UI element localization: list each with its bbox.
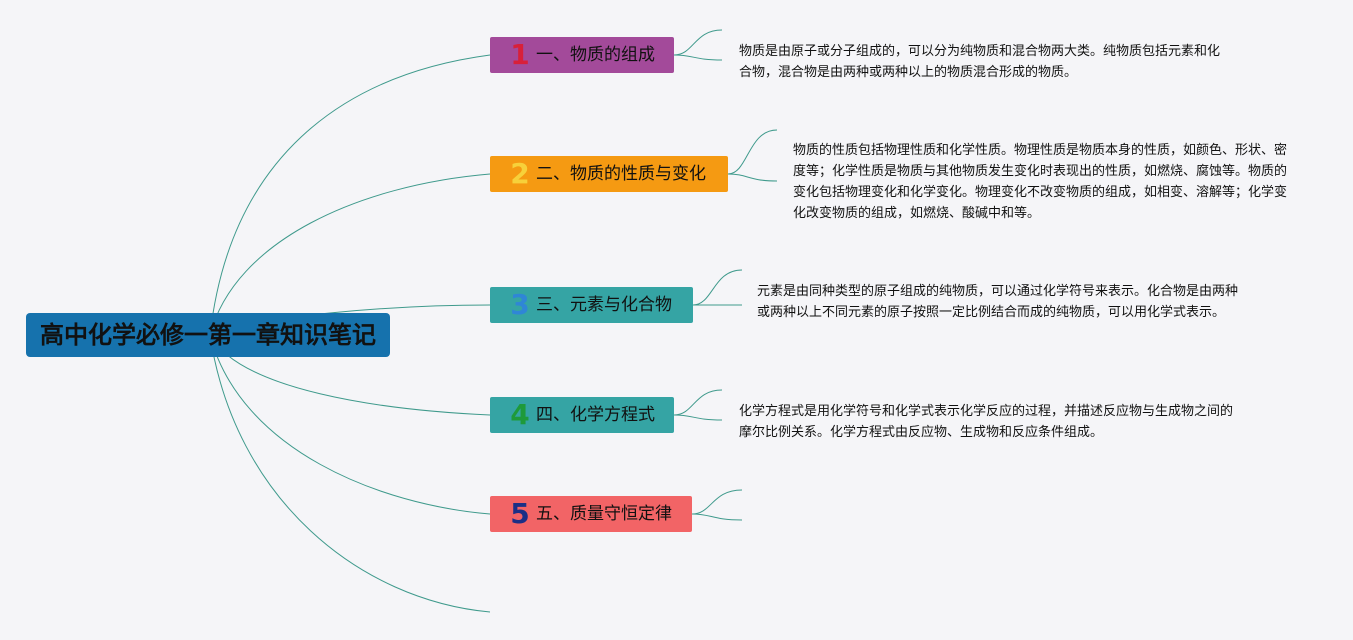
- topic-node-4[interactable]: 4 四、化学方程式: [490, 397, 674, 433]
- topic-number: 2: [510, 157, 530, 190]
- topic-label: 四、化学方程式: [536, 405, 655, 425]
- topic-label: 二、物质的性质与变化: [536, 164, 706, 184]
- connector-root-1: [209, 54, 491, 336]
- bracket-5-top: [691, 489, 743, 515]
- bracket-4-bot: [673, 414, 723, 421]
- connector-root-extra: [209, 334, 491, 613]
- connector-root-5: [209, 334, 491, 515]
- bracket-2-top: [727, 129, 778, 175]
- root-title: 高中化学必修一第一章知识笔记: [40, 321, 376, 349]
- topic-node-5[interactable]: 5 五、质量守恒定律: [490, 496, 692, 532]
- bracket-1-bot: [673, 54, 723, 61]
- connector-root-2: [209, 173, 491, 336]
- topic-number: 1: [510, 38, 530, 71]
- bracket-2-bot: [727, 173, 778, 182]
- topic-number: 3: [510, 288, 530, 321]
- topic-number: 5: [510, 497, 530, 530]
- bracket-5-bot: [691, 513, 743, 521]
- topic-desc-3: 元素是由同种类型的原子组成的纯物质，可以通过化学符号来表示。化合物是由两种或两种…: [757, 284, 1239, 320]
- topic-label: 一、物质的组成: [536, 45, 655, 65]
- root-node[interactable]: 高中化学必修一第一章知识笔记: [26, 313, 390, 357]
- bracket-4-top: [673, 389, 723, 416]
- topic-label: 五、质量守恒定律: [536, 504, 672, 524]
- topic-node-2[interactable]: 2 二、物质的性质与变化: [490, 156, 728, 192]
- topic-desc-2: 物质的性质包括物理性质和化学性质。物理性质是物质本身的性质，如颜色、形状、密度等…: [793, 143, 1288, 221]
- topic-desc-1: 物质是由原子或分子组成的，可以分为纯物质和混合物两大类。纯物质包括元素和化合物，…: [739, 44, 1221, 80]
- bracket-1-top: [673, 29, 723, 56]
- bracket-3-top: [692, 269, 743, 306]
- topic-desc-4: 化学方程式是用化学符号和化学式表示化学反应的过程，并描述反应物与生成物之间的摩尔…: [739, 404, 1234, 440]
- topic-label: 三、元素与化合物: [536, 295, 672, 315]
- topic-number: 4: [510, 398, 530, 431]
- topic-node-3[interactable]: 3 三、元素与化合物: [490, 287, 693, 323]
- topic-node-1[interactable]: 1 一、物质的组成: [490, 37, 674, 73]
